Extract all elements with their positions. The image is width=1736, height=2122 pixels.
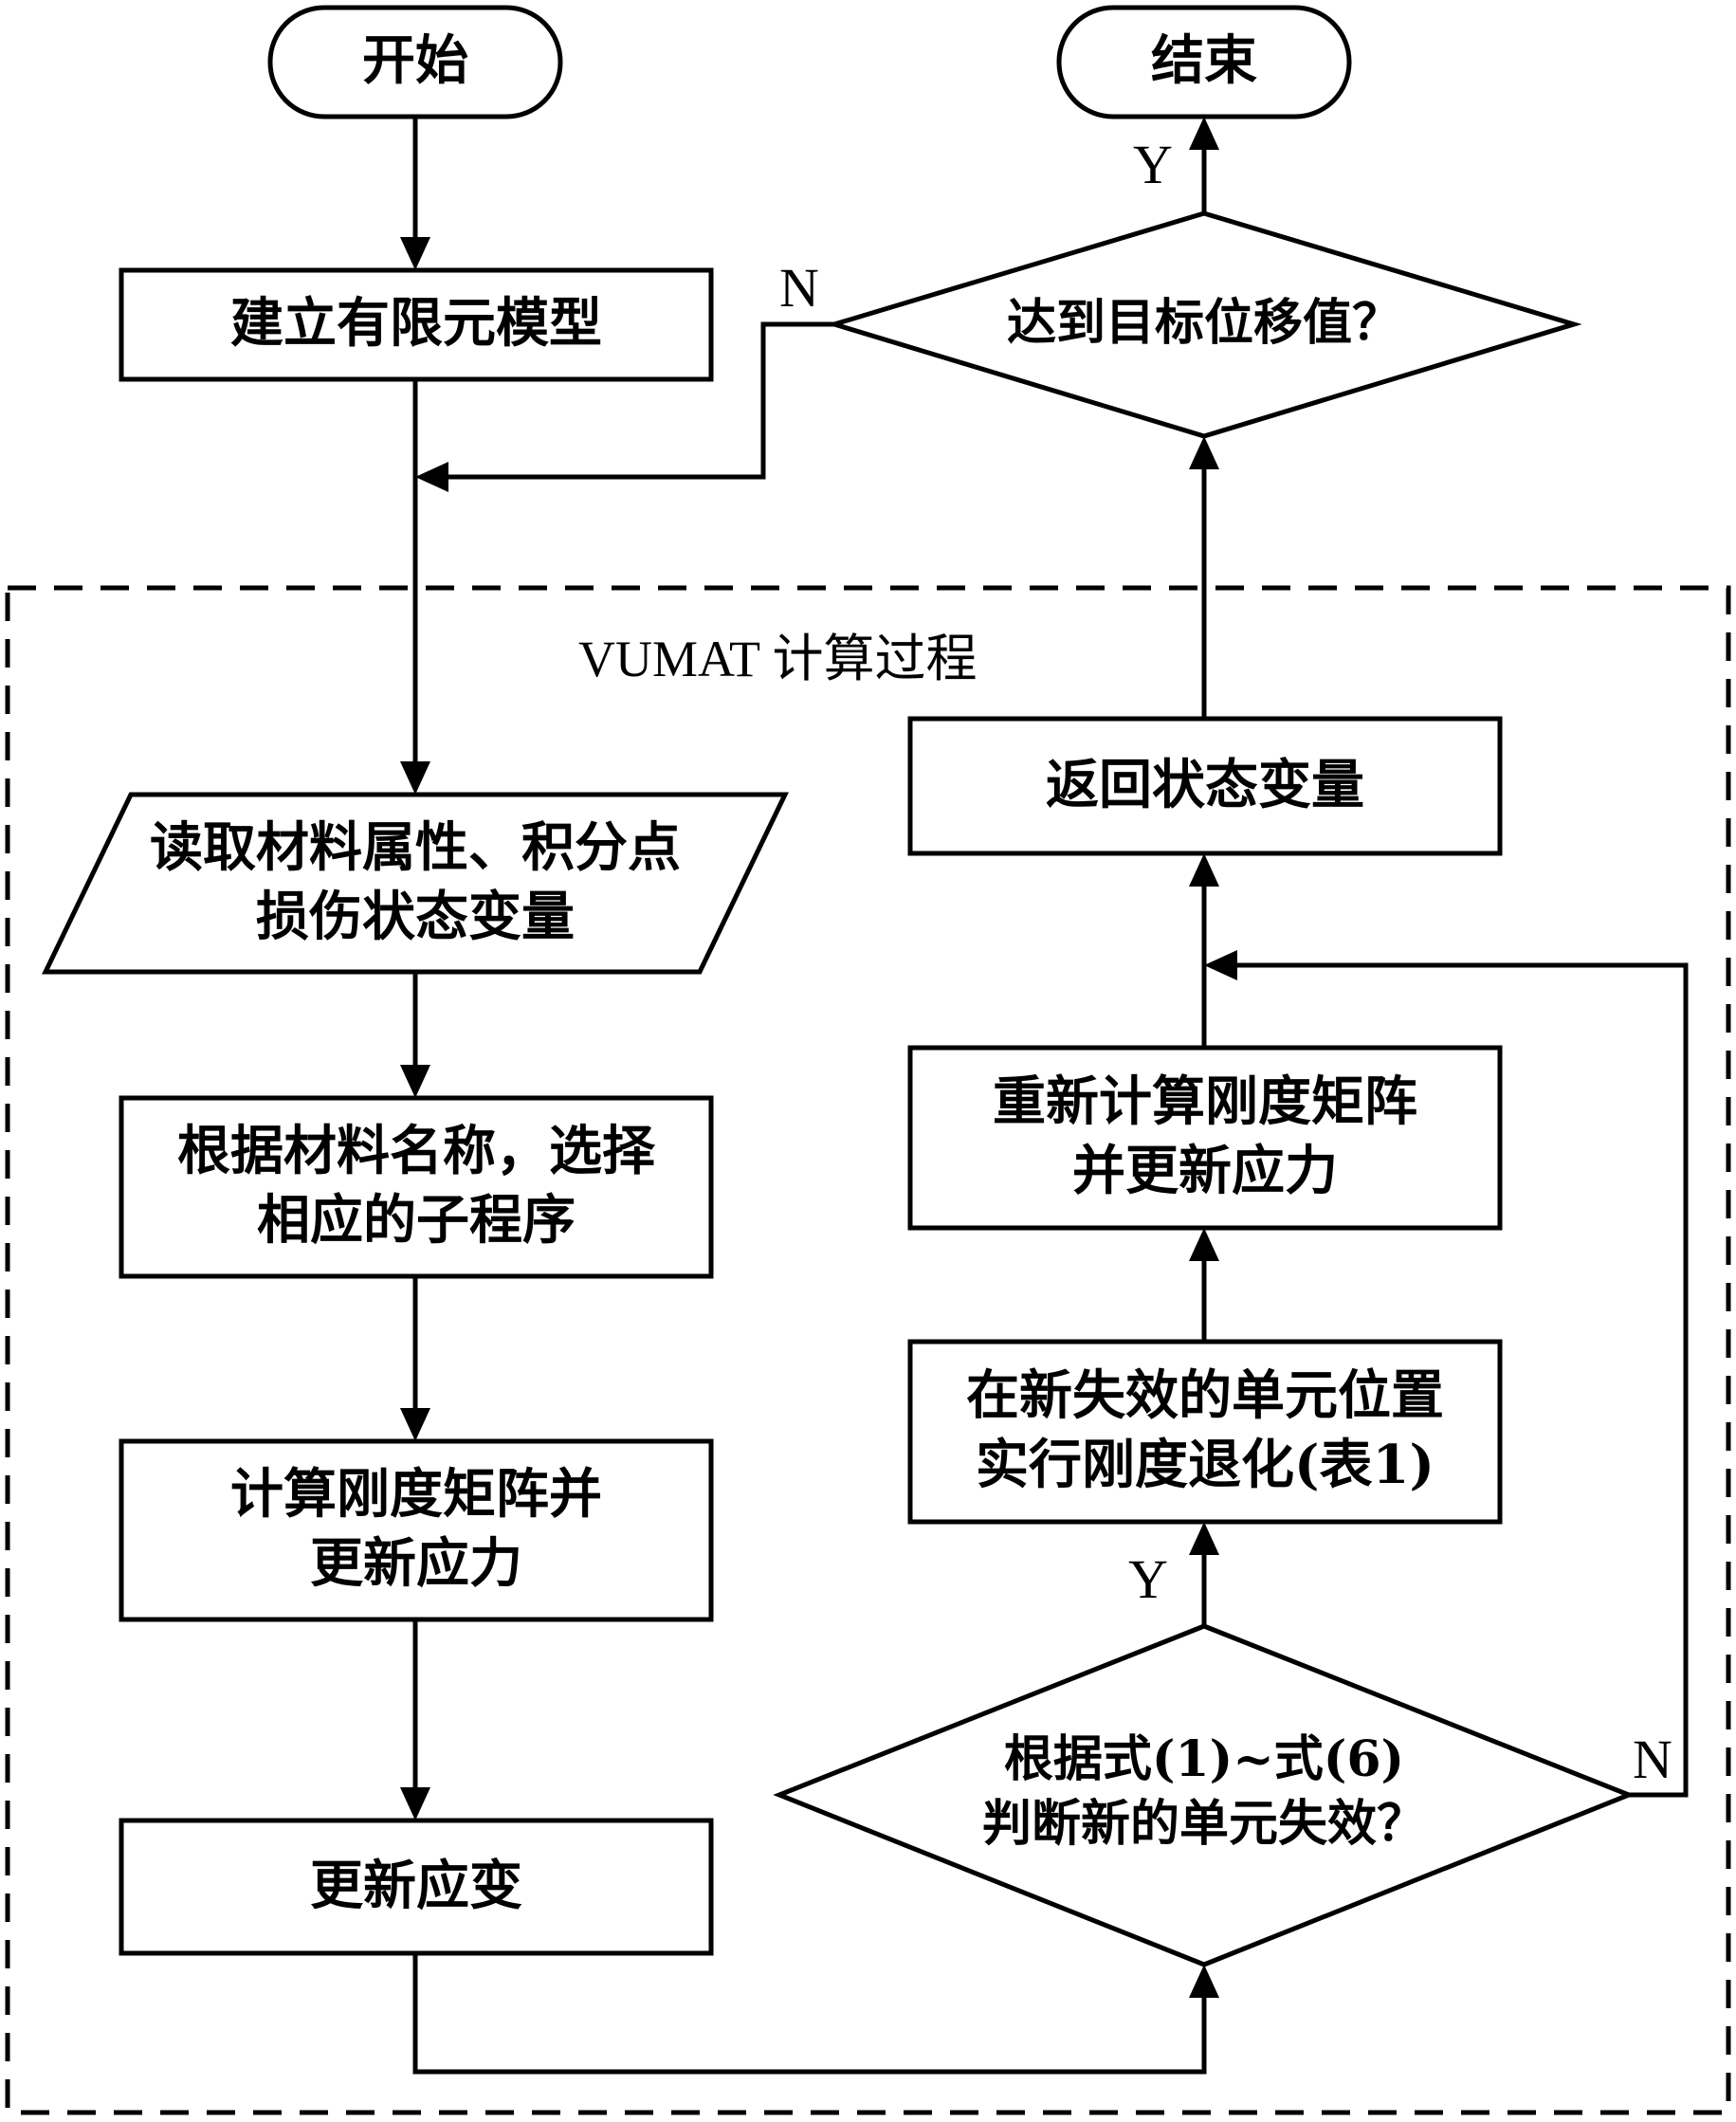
failure-check-line-1: 根据式(1)~式(6) (1003, 1730, 1405, 1788)
failure-check-line-2: 判断新的单元失效？ (981, 1794, 1426, 1853)
arrowhead-degrade (1189, 1522, 1219, 1555)
select-sub-box (119, 1095, 714, 1279)
end-label: 结束 (1151, 29, 1257, 92)
start-label: 开始 (362, 29, 468, 92)
calc-stiff-line-2: 更新应力 (310, 1531, 522, 1595)
select-sub-line-1: 根据材料名称，选择 (177, 1120, 655, 1182)
arrowhead-target (1189, 436, 1219, 469)
failure-check-label: 根据式(1)~式(6) 判断新的单元失效？ (853, 1728, 1555, 1856)
target-no-label: N (779, 257, 819, 319)
arrowhead-read (400, 761, 430, 795)
connector-failure-no-loop (1235, 962, 1689, 1798)
failure-no-label: N (1633, 1729, 1672, 1790)
target-yes-label: Y (1133, 134, 1173, 195)
recalc-stiff-line-1: 重新计算刚度矩阵 (993, 1070, 1417, 1133)
degrade-label: 在新失效的单元位置 实行刚度退化(表1) (910, 1362, 1500, 1500)
read-props-label: 读取材料属性、积分点 损伤状态变量 (74, 814, 757, 952)
arrowhead-end (1189, 117, 1219, 150)
read-props-line-1: 读取材料属性、积分点 (150, 816, 681, 879)
select-sub-line-2: 相应的子程序 (257, 1188, 576, 1252)
read-props-line-2: 损伤状态变量 (256, 885, 575, 948)
target-check-label: 达到目标位移值？ (1006, 294, 1401, 352)
vumat-group-border (5, 585, 1731, 2115)
arrowhead-calc (400, 1408, 430, 1441)
recalc-stiff-label: 重新计算刚度矩阵 并更新应力 (910, 1068, 1500, 1206)
update-strain-label: 更新应变 (310, 1855, 522, 1917)
build-model-box (119, 267, 714, 382)
arrowhead-strain (400, 1787, 430, 1820)
arrowhead-build (400, 237, 430, 270)
return-state-box (907, 716, 1503, 856)
arrowhead-recalc (1189, 1228, 1219, 1261)
degrade-box (907, 1339, 1503, 1525)
degrade-line-2: 实行刚度退化(表1) (976, 1433, 1434, 1496)
build-model-label: 建立有限元模型 (230, 292, 602, 355)
arrowhead-no-loop-merge (1204, 950, 1237, 980)
failure-yes-label: Y (1128, 1548, 1168, 1610)
connector-target-no-loop (447, 321, 834, 480)
calc-stiff-label: 计算刚度矩阵并 更新应力 (121, 1460, 711, 1599)
arrowhead-return (1189, 853, 1219, 887)
degrade-line-1: 在新失效的单元位置 (966, 1364, 1444, 1427)
update-strain-box (119, 1818, 714, 1956)
arrowhead-failure (1189, 1965, 1219, 1998)
arrowhead-target-no-merge (415, 462, 448, 492)
connector-strain-failure (412, 1953, 1207, 2075)
select-sub-label: 根据材料名称，选择 相应的子程序 (121, 1117, 711, 1255)
calc-stiff-line-1: 计算刚度矩阵并 (230, 1463, 602, 1526)
read-props-box (42, 792, 789, 975)
group-title: VUMAT 计算过程 (578, 631, 978, 687)
arrowhead-select (400, 1065, 430, 1098)
return-state-label: 返回状态变量 (1046, 754, 1364, 816)
recalc-stiff-box (907, 1045, 1503, 1231)
recalc-stiff-line-2: 并更新应力 (1072, 1139, 1338, 1202)
